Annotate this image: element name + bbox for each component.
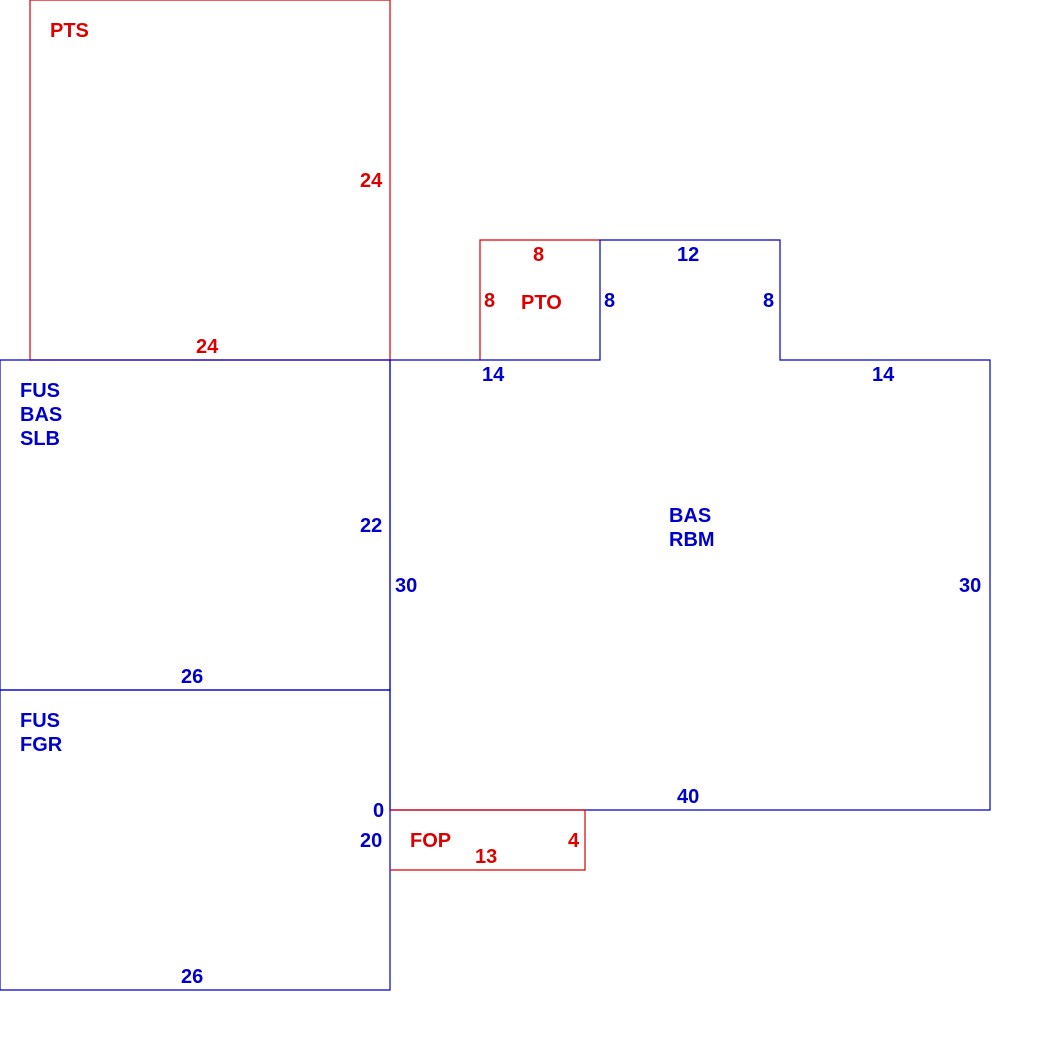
fus-bas-bottom-label: 26 [181, 666, 203, 688]
main-left-label: 30 [395, 575, 417, 597]
main-bottom-label: 40 [677, 786, 699, 808]
pto-code: PTO [521, 292, 562, 314]
fop-code: FOP [410, 830, 451, 852]
pts-width-label: 24 [196, 336, 219, 358]
main-code-2: RBM [669, 529, 715, 551]
main-outline [389, 239, 991, 811]
fus-fgr-code-2: FGR [20, 734, 63, 756]
pto-top-label: 8 [533, 244, 544, 266]
fus-fgr-bottom-label: 26 [181, 966, 203, 988]
fop-outline [390, 809, 586, 871]
fus-fgr-outline [0, 689, 391, 991]
main-top-right-label: 14 [872, 364, 895, 386]
main-bump-right-label: 8 [763, 290, 774, 312]
main-code-1: BAS [669, 505, 711, 527]
fus-bas-code-2: BAS [20, 404, 62, 426]
fus-fgr-right-label: 20 [360, 830, 382, 852]
pto-left-label: 8 [484, 290, 495, 312]
pts-height-label: 24 [360, 170, 383, 192]
fus-fgr-zero-label: 0 [373, 800, 384, 822]
pts-outline [29, 0, 391, 360]
main-bump-left-label: 8 [604, 290, 615, 312]
fop-right-label: 4 [568, 830, 580, 852]
main-bump-width-label: 12 [677, 244, 699, 266]
fus-fgr-code-1: FUS [20, 710, 60, 732]
fus-bas-right-label: 22 [360, 515, 382, 537]
fop-bottom-label: 13 [475, 846, 497, 868]
fus-bas-code-3: SLB [20, 428, 60, 450]
pts-code: PTS [50, 20, 89, 42]
pto-outline [479, 239, 600, 360]
main-right-label: 30 [959, 575, 981, 597]
fus-bas-code-1: FUS [20, 380, 60, 402]
main-top-left-label: 14 [482, 364, 505, 386]
